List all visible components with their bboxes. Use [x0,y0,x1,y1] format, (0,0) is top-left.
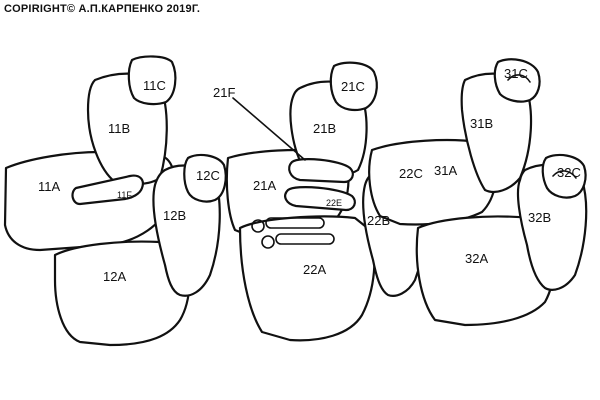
headrest-12c [183,153,227,203]
label-21b: 21B [313,121,336,136]
label-21a: 21A [253,178,276,193]
label-12b: 12B [163,208,186,223]
seat-group-1 [3,55,227,347]
armrest-11f [71,174,144,206]
label-32c: 32C [557,165,581,180]
copyright-text: COPIRIGHT© А.П.КАРПЕНКО 2019Г. [4,3,201,15]
cushion-22a [238,215,376,342]
label-21c: 21C [341,79,365,94]
cushion-31a [368,139,498,226]
headrest-32c [541,153,587,199]
headrest-31c-contour [507,74,531,83]
label-22c: 22C [399,166,423,181]
headrest-11c [127,55,177,106]
label-22b: 22B [367,213,390,228]
label-21f: 21F [213,85,235,100]
label-32b: 32B [528,210,551,225]
cushion-32a [415,215,556,327]
label-11f: 11F [117,190,132,200]
label-12a: 12A [103,269,126,284]
label-11a: 11A [38,179,60,194]
pointer-line-21f [232,97,306,161]
armrest-22e [284,186,356,212]
label-31c: 31C [504,66,528,81]
headrest-21c [329,61,378,112]
console-cupholders [251,217,335,249]
label-12c: 12C [196,168,220,183]
headrest-32c-contour [552,170,577,179]
label-31a: 31A [434,163,457,178]
part-labels: 11C 11B 11A 11F 12C 12B 12A 21F 21C 21B … [38,66,581,284]
label-22e: 22E [326,198,342,208]
seat-group-3 [368,58,588,327]
label-22a: 22A [303,262,326,277]
label-32a: 32A [465,251,488,266]
cushion-12a [53,240,191,347]
armrest-21f [288,158,354,184]
label-11b: 11B [108,121,130,136]
label-11c: 11C [143,78,166,93]
label-31b: 31B [470,116,493,131]
headrest-31c [493,58,541,103]
